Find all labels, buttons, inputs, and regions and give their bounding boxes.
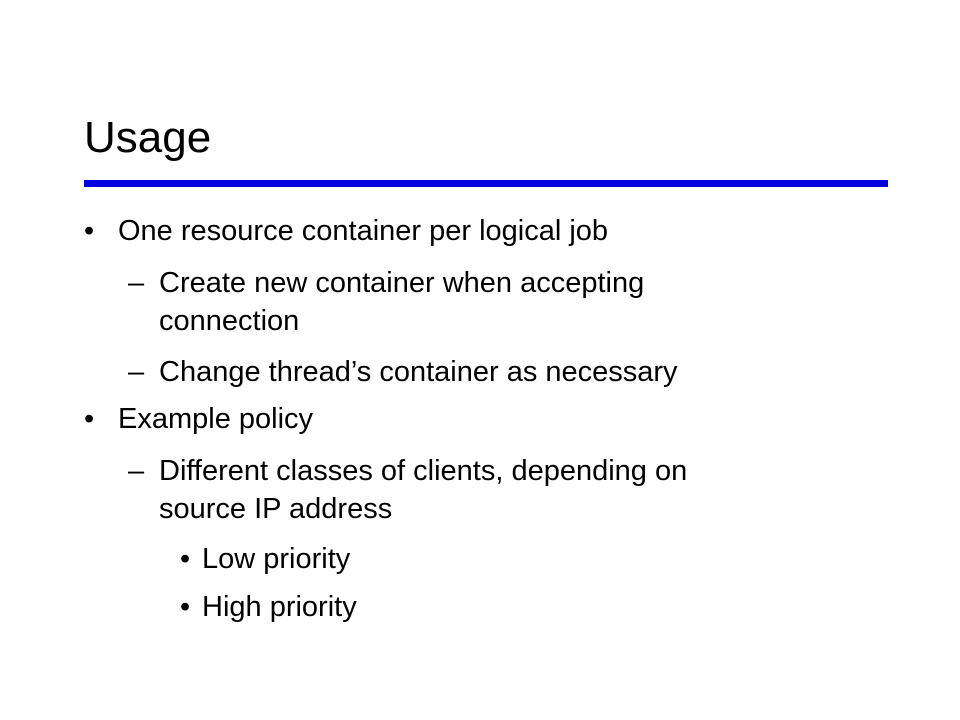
bullet-marker: • (84, 215, 95, 247)
sub-bullet-marker: – (128, 455, 145, 487)
bullet-text: One resource container per logical job (118, 215, 609, 247)
sub-bullet-marker: – (128, 356, 145, 388)
slide-title: Usage (84, 113, 212, 162)
sub-bullet-text-line-2: connection (159, 305, 300, 337)
title-underline (84, 180, 888, 187)
bullet-text: Example policy (118, 403, 314, 435)
sub-bullet-text-line-1: Create new container when accepting (159, 267, 645, 299)
sub-bullet-text: Change thread’s container as necessary (159, 356, 678, 388)
sub-bullet-marker: – (128, 267, 145, 299)
sub-sub-bullet-text: Low priority (202, 543, 351, 575)
sub-sub-bullet-marker: • (180, 591, 191, 623)
sub-bullet-text-line-2: source IP address (159, 493, 393, 525)
bullet-marker: • (84, 403, 95, 435)
sub-sub-bullet-text: High priority (202, 591, 357, 623)
sub-bullet-text-line-1: Different classes of clients, depending … (159, 455, 688, 487)
sub-sub-bullet-marker: • (180, 543, 191, 575)
